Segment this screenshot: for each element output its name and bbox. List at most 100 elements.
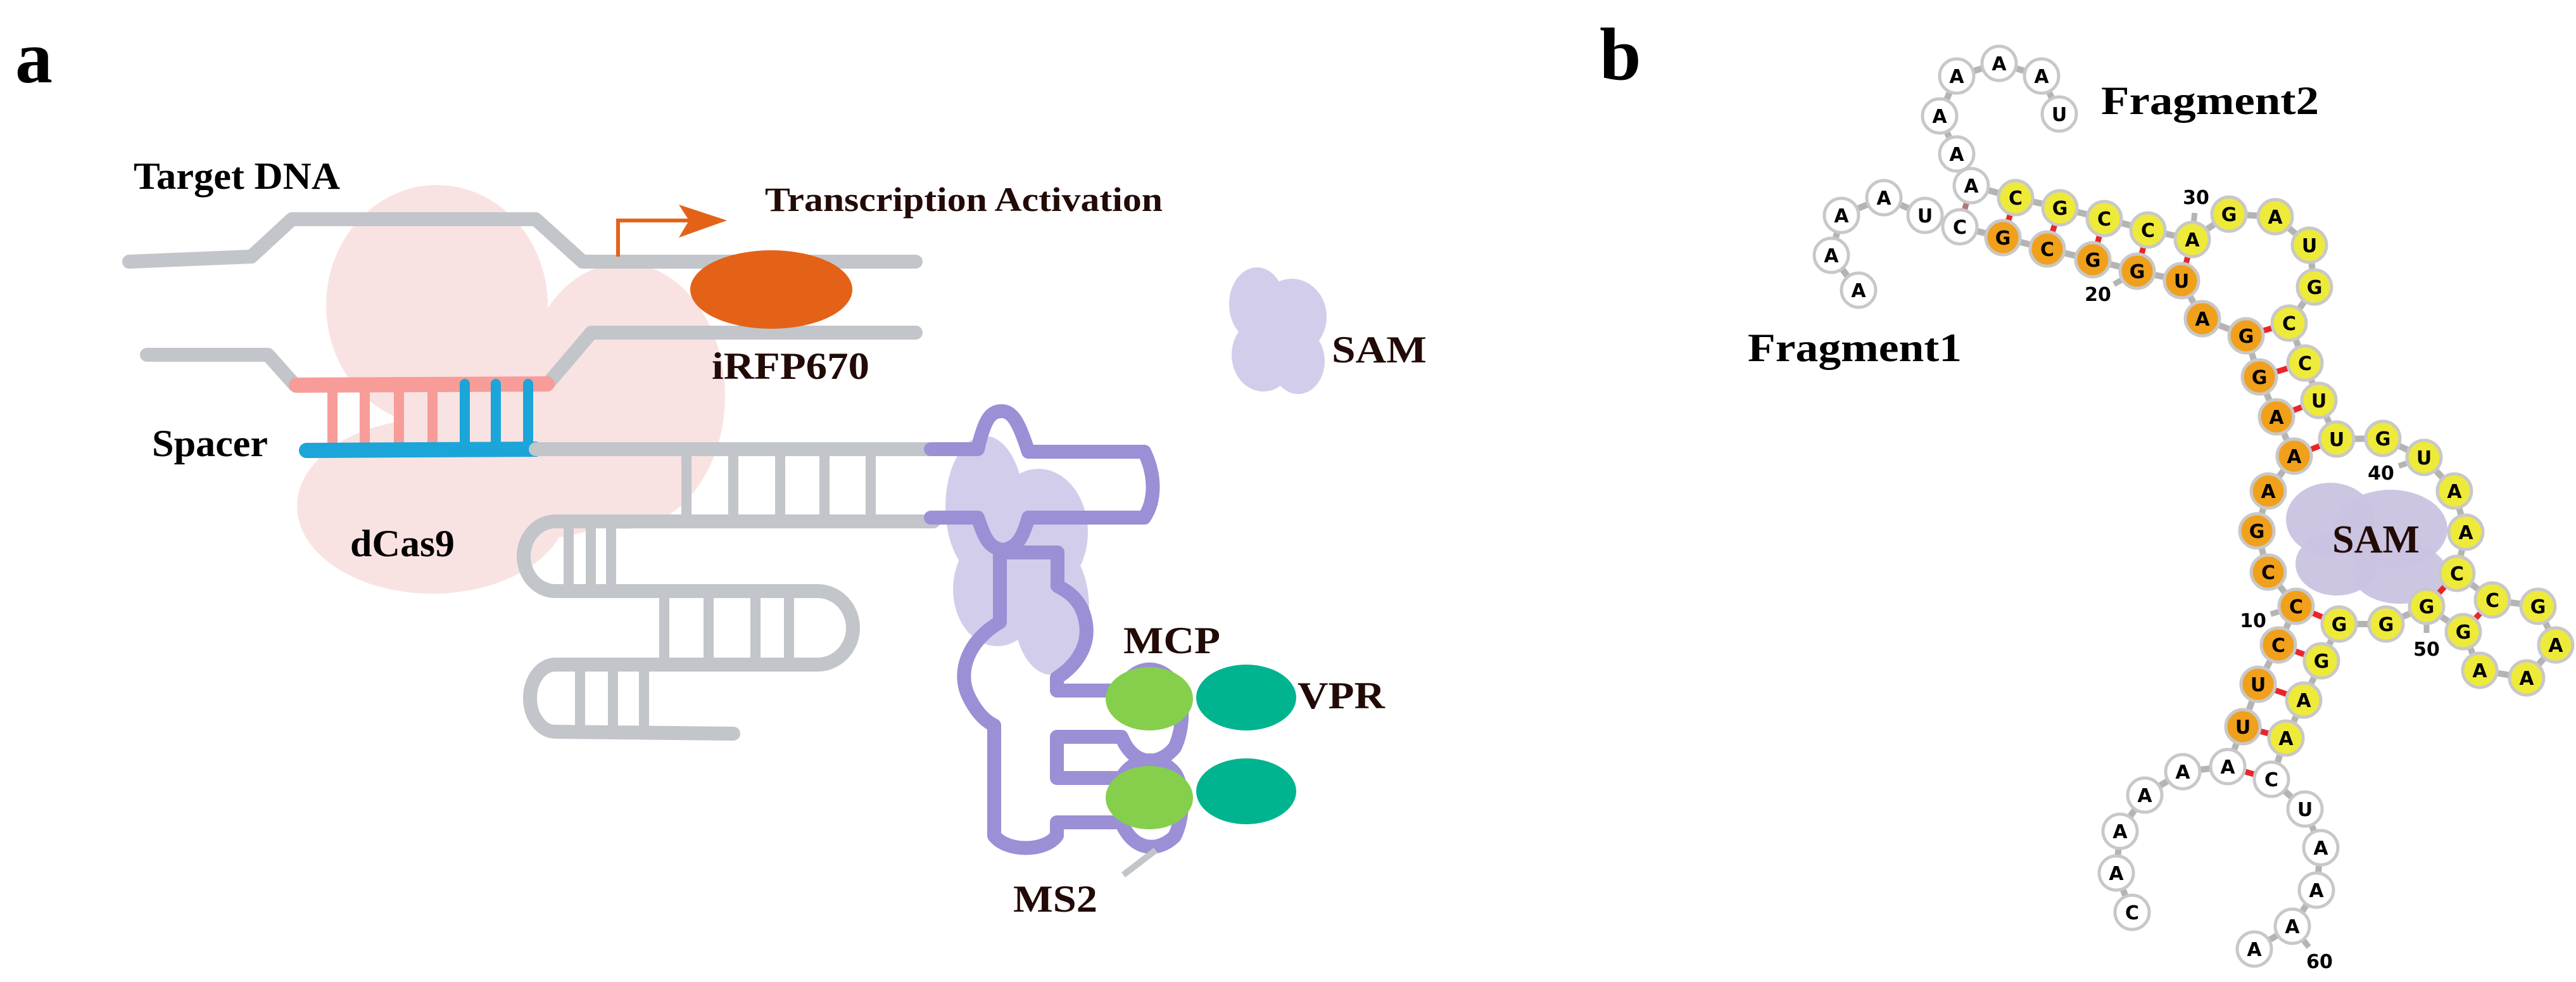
fragment2-nucleotide: A [2267,719,2305,757]
fragment2-nucleotide: U [2286,790,2324,828]
nucleotide-letter: G [2375,428,2391,450]
fragment1-label: Fragment1 [1748,325,1962,370]
fragment1-nucleotide: A [2164,753,2202,791]
nucleotide-letter: A [2458,522,2473,544]
fragment1-nucleotide: G [1984,219,2022,257]
nucleotide-circle [2118,252,2156,290]
nucleotide-letter: A [2112,821,2128,843]
nucleotide-letter: C [2125,902,2139,924]
nucleotide-letter: G [2332,614,2347,636]
dcas9-label: dCas9 [350,523,455,564]
position-label: 20 [2085,284,2111,306]
nucleotide-circle [2461,651,2499,689]
fragment2-nucleotide: U [2405,438,2443,476]
fragment2-nucleotide: A [2273,907,2311,945]
fragment2-nucleotide: C [2473,581,2511,619]
nucleotide-circle [2239,665,2277,703]
fragment2-nucleotide: A [1980,44,2018,82]
fragment1-nucleotide: G [2227,317,2265,355]
fragment1-nucleotide: C [2259,626,2297,664]
nucleotide-circle [2444,613,2482,651]
nucleotide-letter: C [1953,217,1967,239]
fragment2-nucleotide: U [2040,95,2078,133]
nucleotide-letter: A [2313,838,2328,860]
nucleotide-letter: C [2485,590,2499,612]
fragment2-nucleotide: A [2285,681,2323,719]
fragment2-nucleotide: G [2408,587,2446,625]
fragment2-nucleotide: G [2041,189,2079,227]
fragment1-nucleotide: U [2239,665,2277,703]
nucleotide-letter: G [2252,367,2268,389]
nucleotide-circle [2224,708,2262,746]
nucleotide-letter: A [2268,207,2283,229]
panel-a: a [15,16,1427,920]
fragment2-nucleotide: G [2295,268,2333,306]
nucleotide-circle [2183,300,2221,338]
sgrna-scaffold [517,442,940,741]
target-dna-label: Target DNA [134,155,340,197]
nucleotide-circle [1921,97,1959,135]
nucleotide-letter: A [1876,188,1891,210]
nucleotide-circle [2173,220,2211,258]
mcp-protein [1106,667,1193,730]
nucleotide-circle [2537,626,2575,664]
fragment2-nucleotide: A [2023,57,2061,95]
nucleotide-circle [1812,236,1850,274]
fragment1-nucleotide: A [2183,300,2221,338]
nucleotide-circle [2295,268,2333,306]
fragment1-nucleotide: A [2209,748,2247,786]
fragment1-nucleotide: G [2238,512,2276,550]
nucleotide-letter: G [1995,227,2011,250]
nucleotide-letter: U [2297,799,2313,821]
fragment2-nucleotide: U [2300,381,2338,419]
nucleotide-circle [1980,44,2018,82]
fragment1-nucleotide: A [1822,196,1860,234]
nucleotide-letter: G [2130,261,2145,283]
nucleotide-letter: A [1851,280,1866,302]
fragment2-nucleotide: G [2519,587,2557,625]
nucleotide-letter: A [1964,175,1979,198]
nucleotide-circle [2074,241,2112,279]
nucleotide-circle [2285,681,2323,719]
nucleotide-letter: G [2307,277,2323,299]
nucleotide-letter: C [2141,220,2155,242]
nucleotide-circle [2302,829,2340,867]
nucleotide-letter: G [2249,521,2265,543]
nucleotide-letter: G [2238,326,2254,348]
nucleotide-circle [1822,196,1860,234]
nucleotide-letter: A [2472,660,2487,682]
nucleotide-circle [1906,196,1944,234]
panel-label-a: a [15,16,53,99]
ms2-pointer-line [1121,848,1158,877]
nucleotide-letter: U [2052,104,2067,126]
nucleotide-circle [2270,304,2308,342]
nucleotide-circle [2277,587,2315,625]
nucleotide-letter: C [2289,596,2303,618]
position-tick [2397,460,2408,469]
fragment2-nucleotide: G [2444,613,2482,651]
spacer-rna [299,442,543,458]
fragment2-nucleotide: C [1997,179,2035,217]
nucleotide-letter: A [2278,728,2294,750]
nucleotide-letter: G [2085,250,2101,272]
irfp670-label: iRFP670 [712,345,869,387]
fragment1-nucleotide: C [2028,230,2066,268]
fragment1-nucleotide: C [2113,893,2151,931]
sam-label-a: SAM [1332,329,1427,371]
nucleotide-circle [2235,930,2273,968]
sam-free-molecule [1229,267,1327,394]
fragment1-nucleotide: G [2118,252,2156,290]
fragment2-nucleotide: A [2508,659,2546,697]
nucleotide-circle [2210,195,2248,233]
nucleotide-circle [2405,438,2443,476]
rna-base-pairs [1957,184,2495,782]
nucleotide-circle [1938,57,1976,95]
nucleotide-circle [2164,753,2202,791]
fragment2-nucleotide: G [2367,605,2405,643]
nucleotide-circle [2249,472,2287,510]
spacer-base-pairs [327,379,533,451]
nucleotide-letter: C [2009,188,2023,210]
nucleotide-circle [1938,135,1976,173]
